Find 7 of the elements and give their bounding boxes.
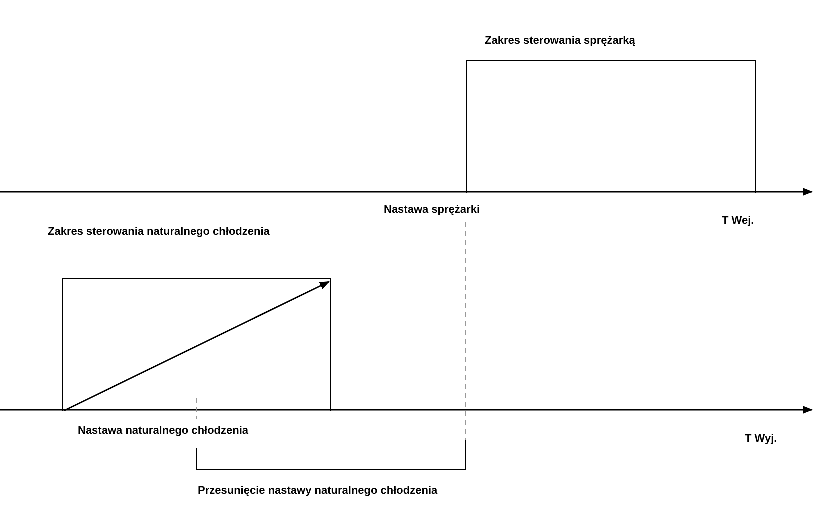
axis-label: T Wyj. [745, 432, 778, 446]
axis-label: T Wej. [722, 214, 754, 228]
range-title: Zakres sterowania sprężarką [485, 34, 636, 49]
setpoint-label: Nastawa naturalnego chłodzenia [78, 424, 249, 438]
range-title: Zakres sterowania naturalnego chłodzenia [48, 225, 271, 240]
setpoint-label: Nastawa sprężarki [384, 203, 480, 217]
offset-label: Przesunięcie nastawy naturalnego chłodzenia [198, 484, 438, 498]
